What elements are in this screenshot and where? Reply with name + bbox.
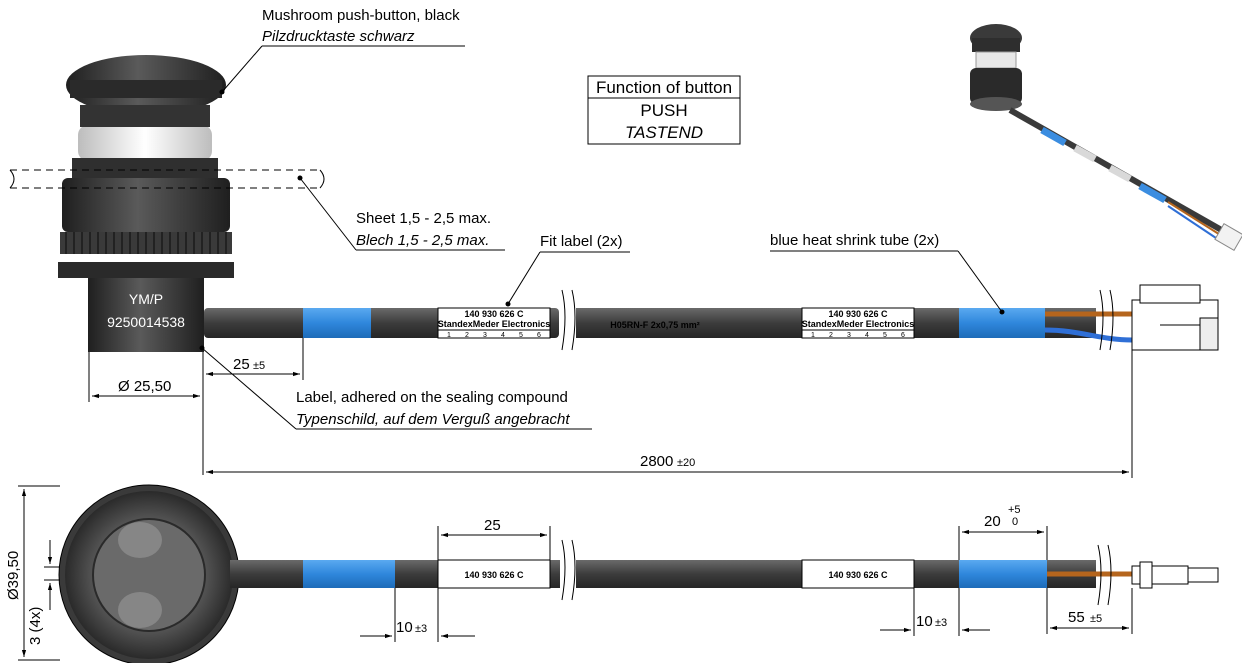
svg-text:5: 5 <box>519 332 523 339</box>
cable-top: H05RN-F 2x0,75 mm² <box>204 284 1219 351</box>
dimension-gap-right: 10 ±3 <box>880 588 990 636</box>
cable-bottom: 140 930 626 C 140 930 626 C <box>230 539 1219 606</box>
svg-text:Sheet 1,5 - 2,5 max.: Sheet 1,5 - 2,5 max. <box>356 210 491 227</box>
svg-text:25: 25 <box>233 356 250 373</box>
device-label-line1: YM/P <box>129 291 163 307</box>
svg-text:55: 55 <box>1068 609 1085 626</box>
housing-body <box>88 278 204 352</box>
svg-text:Pilzdrucktaste schwarz: Pilzdrucktaste schwarz <box>262 28 415 45</box>
svg-text:Blech 1,5 - 2,5 max.: Blech 1,5 - 2,5 max. <box>356 232 489 249</box>
shrink-tube-left <box>303 308 371 338</box>
svg-text:Fit label (2x): Fit label (2x) <box>540 233 623 250</box>
svg-text:10: 10 <box>916 613 933 630</box>
svg-text:Mushroom push-button, black: Mushroom push-button, black <box>262 7 460 24</box>
svg-text:1: 1 <box>811 332 815 339</box>
svg-text:2: 2 <box>465 332 469 339</box>
connector-top <box>1131 284 1219 351</box>
svg-text:20: 20 <box>984 513 1001 530</box>
svg-text:Label, adhered on the sealing: Label, adhered on the sealing compound <box>296 389 568 406</box>
product-3d-view <box>970 24 1242 251</box>
svg-text:StandexMeder Electronics: StandexMeder Electronics <box>438 319 551 329</box>
svg-text:10: 10 <box>396 619 413 636</box>
svg-text:6: 6 <box>537 332 541 339</box>
leader-fit-label: Fit label (2x) <box>505 233 630 307</box>
svg-text:+5: +5 <box>1008 504 1021 516</box>
connector-bottom <box>1131 561 1219 589</box>
fit-tag-right: 140 930 626 C StandexMeder Electronics 1… <box>801 307 915 339</box>
svg-text:3: 3 <box>847 332 851 339</box>
svg-text:5: 5 <box>883 332 887 339</box>
svg-text:2800: 2800 <box>640 453 673 470</box>
function-title: Function of button <box>596 78 732 97</box>
dimension-diameter-small: Ø 25,50 <box>88 352 204 475</box>
leader-button: Mushroom push-button, black Pilzdrucktas… <box>219 7 465 95</box>
leader-sheet: Sheet 1,5 - 2,5 max. Blech 1,5 - 2,5 max… <box>297 175 505 251</box>
svg-text:3 (4x): 3 (4x) <box>27 607 44 645</box>
dimension-strip-length: 55 ±5 <box>1046 588 1133 634</box>
svg-text:Ø39,50: Ø39,50 <box>5 551 22 600</box>
svg-text:6: 6 <box>901 332 905 339</box>
button-side-view: YM/P 9250014538 <box>58 55 234 352</box>
svg-text:Ø 25,50: Ø 25,50 <box>118 378 171 395</box>
svg-text:1: 1 <box>447 332 451 339</box>
svg-text:140 930 626 C: 140 930 626 C <box>828 570 888 580</box>
svg-text:140 930 626 C: 140 930 626 C <box>464 309 524 319</box>
dimension-total-length: 2800 ±20 <box>206 350 1133 478</box>
svg-text:StandexMeder Electronics: StandexMeder Electronics <box>802 319 915 329</box>
function-of-button-table: Function of button PUSH TASTEND <box>587 75 741 145</box>
device-label-line2: 9250014538 <box>107 314 185 330</box>
svg-text:4: 4 <box>865 332 869 339</box>
dimension-label-length: 25 <box>437 517 551 560</box>
white-ring <box>78 125 212 161</box>
svg-text:±3: ±3 <box>415 623 427 635</box>
svg-text:Typenschild, auf dem Verguß an: Typenschild, auf dem Verguß angebracht <box>296 411 570 428</box>
svg-text:2: 2 <box>829 332 833 339</box>
dimension-tube-length: 20 +5 0 <box>958 504 1048 560</box>
svg-text:blue heat shrink tube (2x): blue heat shrink tube (2x) <box>770 232 939 249</box>
function-mode-de: TASTEND <box>625 123 703 142</box>
dimension-pitch: 3 (4x) <box>27 540 60 645</box>
fit-tag-left: 140 930 626 C StandexMeder Electronics 1… <box>437 307 551 339</box>
svg-text:±5: ±5 <box>253 360 265 372</box>
mounting-sheet <box>9 169 325 189</box>
leader-shrink-tube: blue heat shrink tube (2x) <box>770 232 1005 315</box>
svg-text:3: 3 <box>483 332 487 339</box>
svg-text:0: 0 <box>1012 516 1018 528</box>
button-front-view <box>58 484 240 663</box>
svg-text:25: 25 <box>484 517 501 534</box>
dimension-offset: 25 ±5 <box>206 338 304 380</box>
dimension-gap-left: 10 ±3 <box>360 588 475 642</box>
svg-text:140 930 626 C: 140 930 626 C <box>828 309 888 319</box>
svg-text:±20: ±20 <box>677 457 695 469</box>
svg-text:140 930 626 C: 140 930 626 C <box>464 570 524 580</box>
svg-text:4: 4 <box>501 332 505 339</box>
function-mode-en: PUSH <box>640 101 687 120</box>
svg-text:±3: ±3 <box>935 617 947 629</box>
leader-type-label: Label, adhered on the sealing compound T… <box>199 345 592 430</box>
cable-type-label: H05RN-F 2x0,75 mm² <box>610 320 700 330</box>
bezel <box>62 178 230 232</box>
dimension-diameter-large: Ø39,50 <box>5 485 60 661</box>
svg-text:±5: ±5 <box>1090 613 1102 625</box>
